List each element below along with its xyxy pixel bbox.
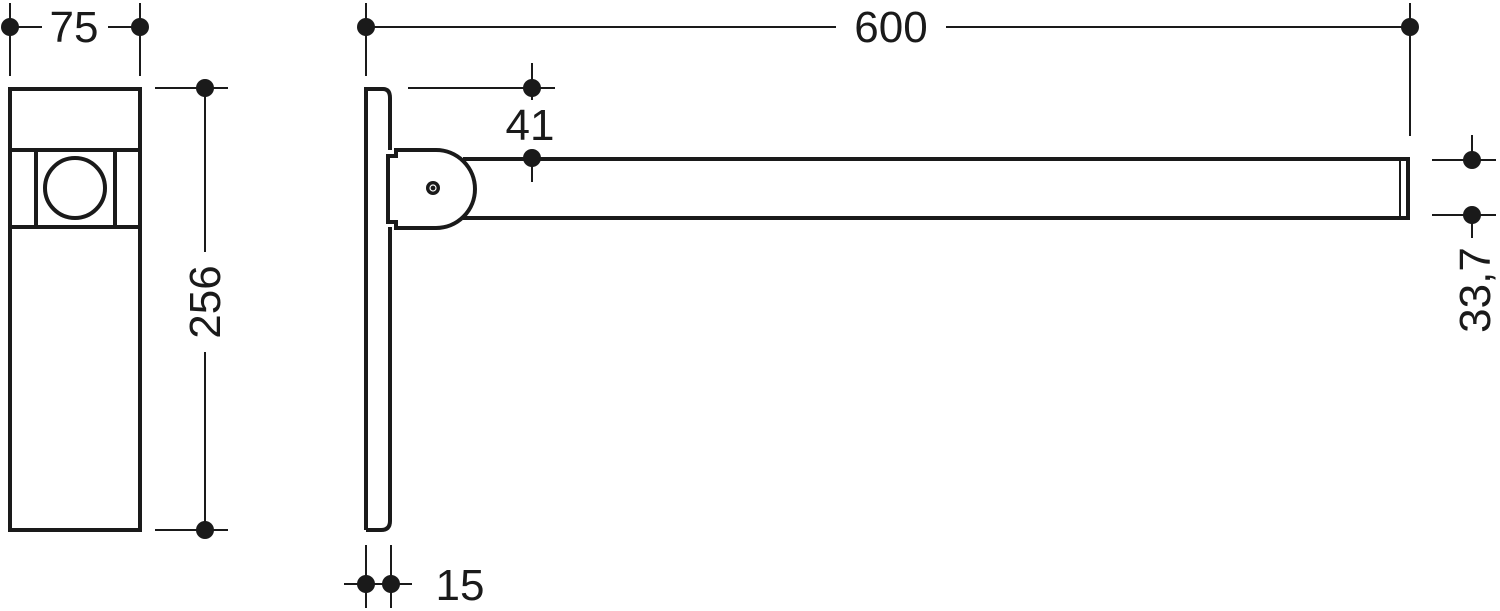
dimension-256: 256	[155, 79, 230, 539]
dimension-label-600: 600	[854, 3, 927, 52]
front-view-body	[8, 87, 142, 532]
dimension-33-7: 33,7	[1432, 135, 1500, 333]
dimension-75: 75	[1, 3, 149, 76]
side-view	[364, 87, 1410, 532]
dimension-label-15: 15	[436, 561, 485, 610]
dimension-label-41: 41	[506, 101, 555, 150]
hinge-pin	[426, 181, 440, 195]
dimension-15: 15	[344, 545, 484, 610]
dimension-label-33-7: 33,7	[1451, 247, 1500, 333]
rail-tube	[463, 157, 1410, 220]
tube-section-circle	[43, 156, 107, 220]
front-view	[8, 87, 142, 532]
dimension-label-256: 256	[181, 265, 230, 338]
wall-plate	[364, 87, 392, 532]
dimension-label-75: 75	[50, 3, 99, 52]
dimension-41: 41	[408, 63, 555, 182]
hinge	[386, 148, 477, 230]
dimension-600: 600	[357, 3, 1419, 136]
